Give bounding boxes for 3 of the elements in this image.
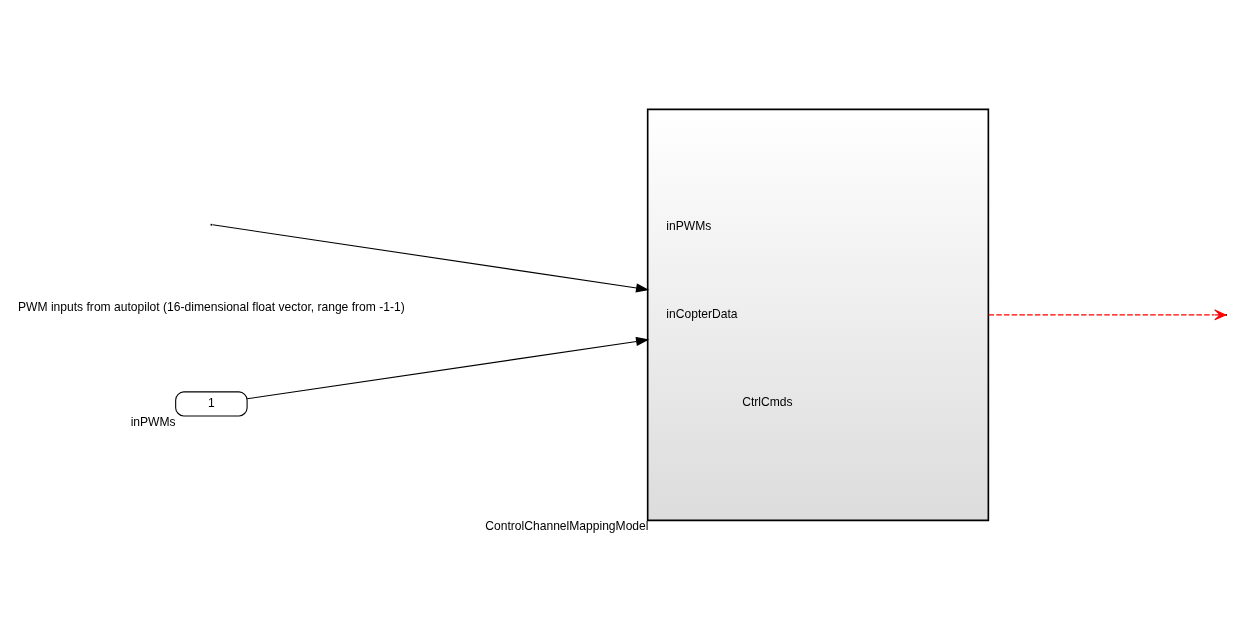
label: PWM inputs from autopilot (16-dimensional float vector, range from -1-1) — [18, 299, 405, 314]
node-label: ControlChannelMappingModel — [485, 518, 649, 533]
node-label: inPWMs — [130, 414, 176, 429]
